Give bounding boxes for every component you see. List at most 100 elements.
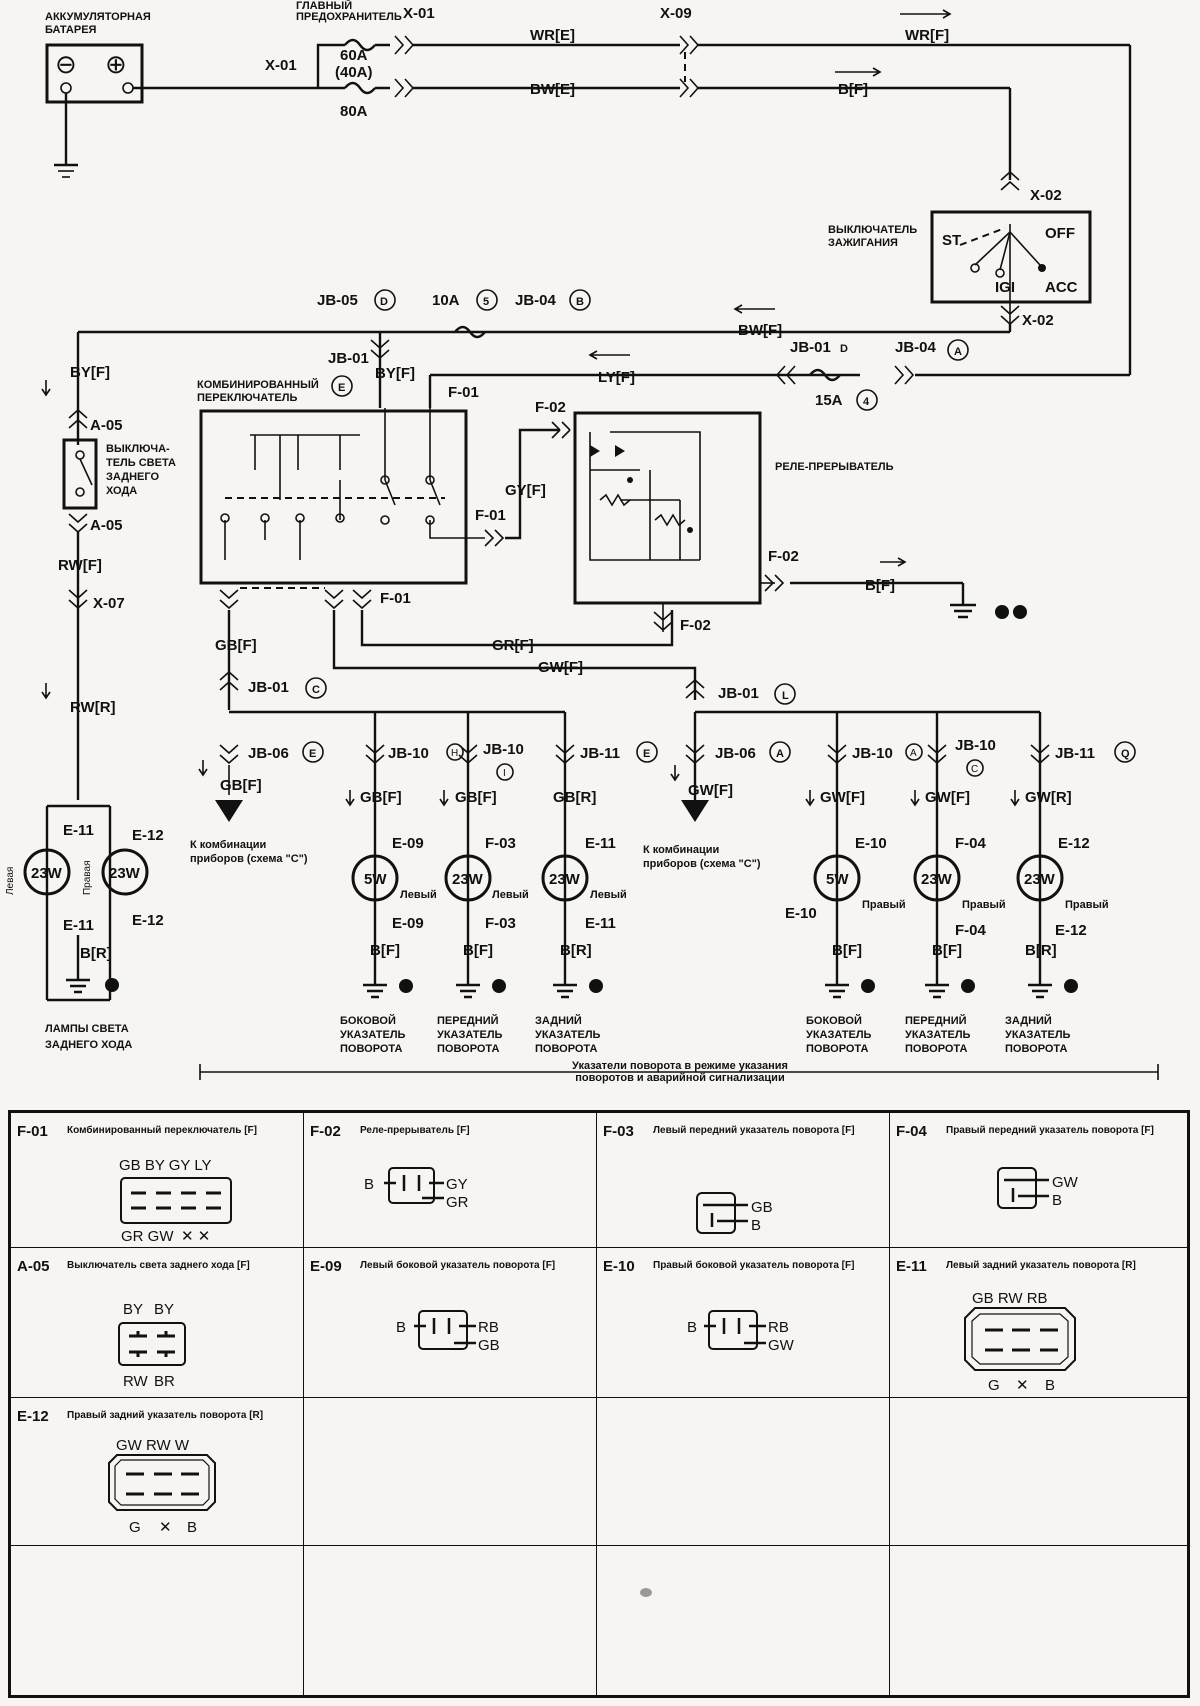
- fuse-15a-circle: 4: [863, 396, 870, 408]
- combo-switch-label-2: ПЕРЕКЛЮЧАТЕЛЬ: [197, 392, 297, 404]
- left-lamp-1-jb: JB-10: [388, 745, 429, 762]
- left-lamp-3-jb: JB-11: [580, 745, 620, 762]
- connector-id: E-10: [603, 1258, 635, 1275]
- connector-f03-drawing: GB B: [696, 1192, 773, 1234]
- connector-cell-f04: F-04 Правый передний указатель поворота …: [890, 1113, 1187, 1248]
- left-lamp-3-n2: УКАЗАТЕЛЬ: [535, 1029, 601, 1041]
- left-lamp-2-c2: F-03: [485, 915, 516, 932]
- connector-pin-bottom-right: B: [1045, 1377, 1055, 1394]
- jb05-label: JB-05: [317, 292, 358, 309]
- right-lamp-2-jb: JB-10: [955, 737, 996, 754]
- connector-pin-right-top: GB: [751, 1199, 773, 1216]
- ignition-label-2: ЗАЖИГАНИЯ: [828, 237, 898, 249]
- left-lamp-2-watt: 23W: [452, 871, 484, 888]
- left-lamp-3: JB-11 E GB[R] E-11 23W Левый E-11 B[R] 3…: [535, 712, 658, 1055]
- connector-pin-left: B: [687, 1319, 697, 1336]
- left-lamp-1-c1: E-09: [392, 835, 424, 852]
- connector-pin-right-bottom: B: [751, 1217, 761, 1234]
- right-lamp-2-c2: F-04: [955, 922, 987, 939]
- battery-minus: ⊖: [55, 49, 77, 79]
- left-lamp-1-wire: GB[F]: [360, 789, 402, 806]
- f02-right-label: F-02: [768, 548, 799, 565]
- connector-cell-e09: E-09 Левый боковой указатель поворота [F…: [304, 1248, 597, 1398]
- fuse-40a: (40A): [335, 64, 373, 81]
- connector-pin-bottom-middle: ✕: [159, 1519, 172, 1536]
- connector-pin-right-bottom: GB: [478, 1337, 500, 1354]
- right-lamp-3-gnd: 32: [1065, 982, 1075, 992]
- right-lamp-2-n3: ПОВОРОТА: [905, 1043, 967, 1055]
- connector-pin-right-top: GW: [1052, 1174, 1079, 1191]
- left-lamp-2-side: Левый: [492, 889, 529, 901]
- wire-gr-f: GR[F]: [492, 637, 534, 654]
- wire-by-f-left: BY[F]: [70, 364, 110, 381]
- x01-label-a: X-01: [265, 57, 297, 74]
- connector-e11-drawing: GB RW RB G ✕ B: [964, 1290, 1076, 1394]
- connector-title: Реле-прерыватель [F]: [360, 1125, 470, 1136]
- left-lamp-1: JB-10 H GB[F] E-09 5W Левый E-09 B[F] 1 …: [340, 712, 464, 1055]
- f02-top-label: F-02: [535, 399, 566, 416]
- left-cluster-note-2: приборов (схема "С"): [190, 853, 308, 865]
- left-lamp-3-side: Левый: [590, 889, 627, 901]
- connector-pin-right-bottom: B: [1052, 1192, 1062, 1209]
- ground-17: 17: [1014, 608, 1024, 618]
- left-lamp-1-gnd: 1: [403, 982, 408, 992]
- right-lamp-1-n3: ПОВОРОТА: [806, 1043, 868, 1055]
- combo-switch-label: КОМБИНИРОВАННЫЙ: [197, 378, 319, 391]
- empty-cell: [304, 1398, 597, 1546]
- connector-id: F-01: [17, 1123, 48, 1140]
- fuse-15a: 15A: [815, 392, 843, 409]
- ignition-st: ST: [942, 232, 961, 249]
- left-lamp-1-jb-circle: H: [451, 748, 458, 759]
- left-cluster-wire: GB[F]: [220, 777, 262, 794]
- right-lamp-2-n1: ПЕРЕДНИЙ: [905, 1014, 967, 1027]
- ignition-off: OFF: [1045, 225, 1075, 242]
- right-lamp-2-gwire: B[F]: [932, 942, 962, 959]
- connector-title: Левый передний указатель поворота [F]: [653, 1125, 855, 1136]
- e11-top-label: E-11: [63, 822, 94, 839]
- reverse-switch-label-3: ЗАДНЕГО: [106, 471, 159, 483]
- wire-b-r-rev: B[R]: [80, 945, 112, 962]
- wire-rw-r: RW[R]: [70, 699, 116, 716]
- left-lamp-3-n3: ПОВОРОТА: [535, 1043, 597, 1055]
- fuse-80a: 80A: [340, 103, 368, 120]
- connector-cell-e10: E-10 Правый боковой указатель поворота […: [597, 1248, 890, 1398]
- right-lamp-2-jb-circle: C: [971, 764, 978, 775]
- x02-bot-label: X-02: [1022, 312, 1054, 329]
- left-lamp-3-gnd: 32: [590, 982, 600, 992]
- wire-gw-f: GW[F]: [538, 659, 583, 676]
- left-lamp-3-watt: 23W: [549, 871, 581, 888]
- empty-cell: [304, 1546, 597, 1695]
- right-lamp-3-jb: JB-11: [1055, 745, 1095, 762]
- right-jb06-label: JB-06: [715, 745, 756, 762]
- top-wires: X-01 ГЛАВНЫЙ ПРЕДОХРАНИТЕЛЬ 60A (40A) 80…: [133, 0, 1132, 375]
- connector-x-marks: ✕ ✕: [181, 1228, 210, 1245]
- a05-bot-label: A-05: [90, 517, 123, 534]
- wire-gy-f: GY[F]: [505, 482, 546, 499]
- jb01-top-label: JB-01: [790, 339, 831, 356]
- wire-ly-f: LY[F]: [598, 369, 635, 386]
- wire-rw-f: RW[F]: [58, 557, 102, 574]
- right-lamp-3-c2: E-12: [1055, 922, 1087, 939]
- left-lamp-2-n3: ПОВОРОТА: [437, 1043, 499, 1055]
- right-lamp-2-wire: GW[F]: [925, 789, 970, 806]
- left-lamp-1-side: Левый: [400, 889, 437, 901]
- right-cluster-wire: GW[F]: [688, 782, 733, 799]
- left-lamp-2-jb: JB-10: [483, 741, 524, 758]
- f02-low-label: F-02: [680, 617, 711, 634]
- right-lamp-3-c1: E-12: [1058, 835, 1090, 852]
- ignition-label: ВЫКЛЮЧАТЕЛЬ: [828, 224, 917, 236]
- combination-switch: КОМБИНИРОВАННЫЙ ПЕРЕКЛЮЧАТЕЛЬ E F-01 GY[…: [197, 375, 697, 710]
- left-lamp-3-wire: GB[R]: [553, 789, 596, 806]
- wire-gb-f: GB[F]: [215, 637, 257, 654]
- fuse-60a: 60A: [340, 47, 368, 64]
- empty-cell: [11, 1546, 304, 1695]
- right-lamp-1-n1: БОКОВОЙ: [806, 1014, 862, 1027]
- ignition-acc: ACC: [1045, 279, 1078, 296]
- connector-pin-right-bottom: GR: [446, 1194, 469, 1211]
- e11-bot-label: E-11: [63, 917, 94, 934]
- battery-label: АККУМУЛЯТОРНАЯ: [45, 11, 151, 23]
- e12-bot-label: E-12: [132, 912, 164, 929]
- fuse-10a-circle: 5: [483, 296, 489, 308]
- left-lamp-1-n3: ПОВОРОТА: [340, 1043, 402, 1055]
- connector-title: Комбинированный переключатель [F]: [67, 1125, 257, 1136]
